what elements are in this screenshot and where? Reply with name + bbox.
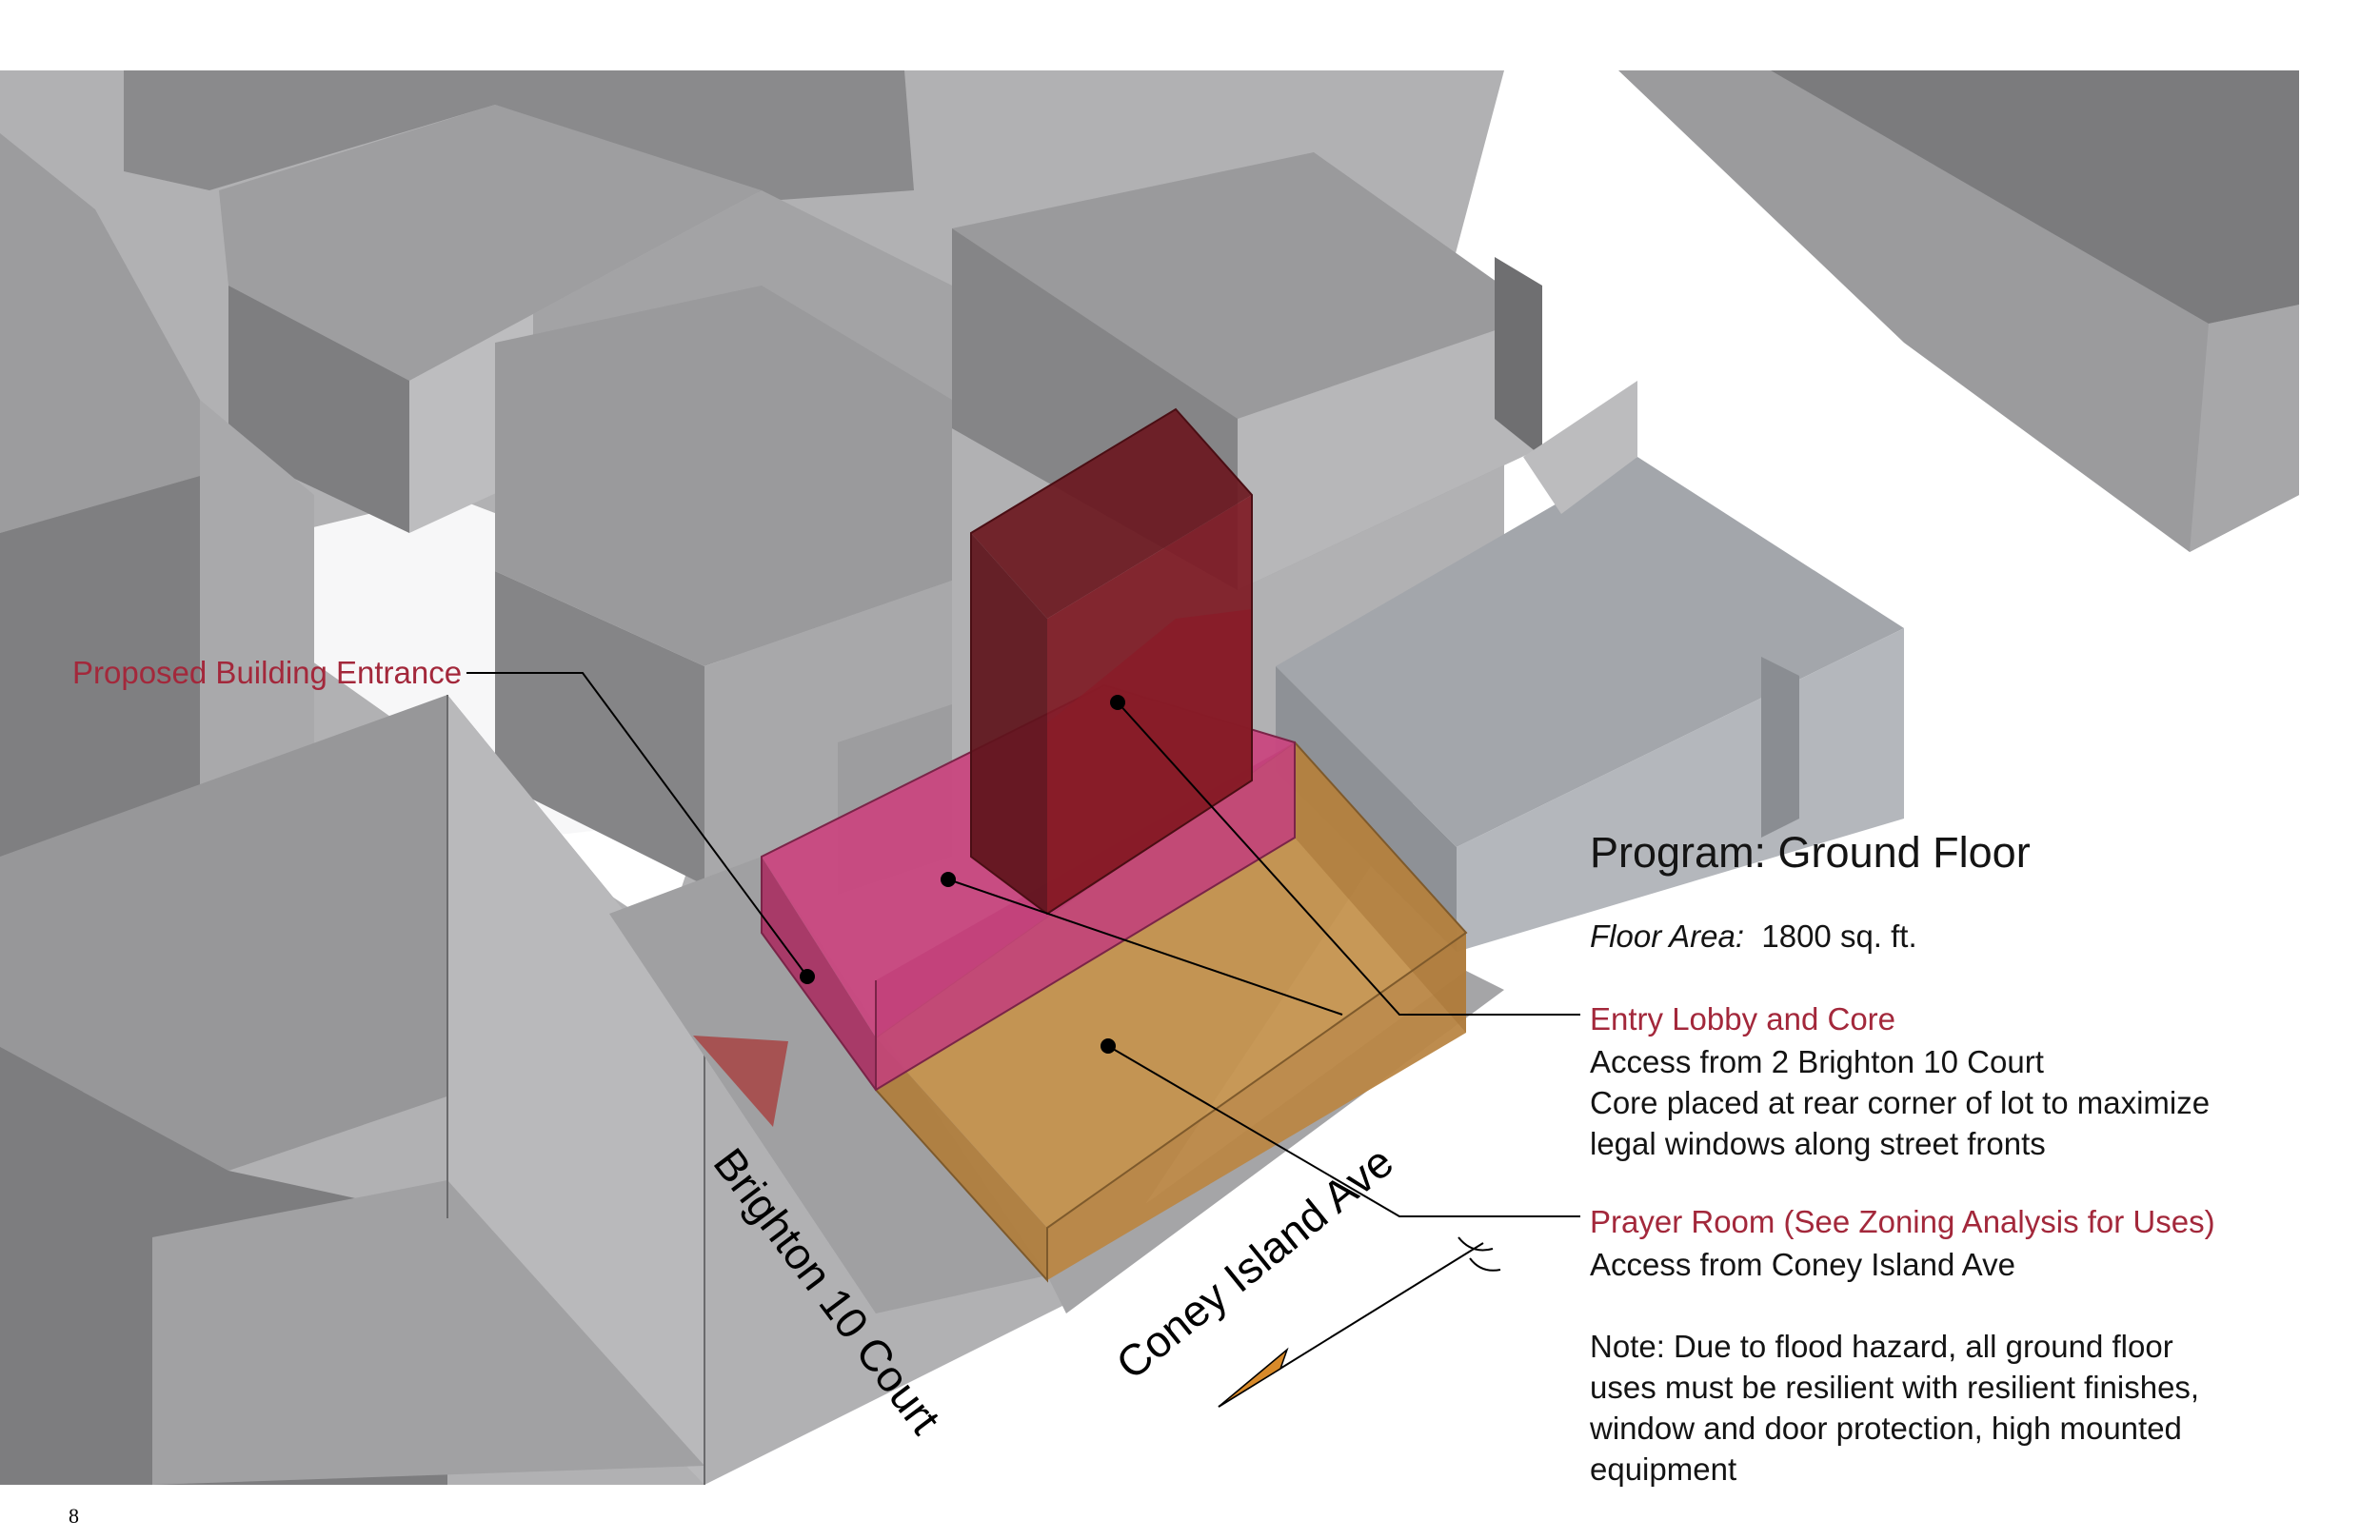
prayer-callout-title: Prayer Room (See Zoning Analysis for Use… (1590, 1204, 2215, 1239)
context-building-east (1618, 70, 2299, 552)
prayer-line: Access from Coney Island Ave (1590, 1247, 2015, 1282)
page-number: 8 (69, 1504, 79, 1528)
core-marker-dot (1110, 695, 1125, 710)
street-gap-right (1447, 70, 1904, 495)
context-building-southeast (1276, 381, 1904, 952)
entrance-arrow-icon (693, 1036, 788, 1127)
program-title: Program: Ground Floor (1590, 828, 2031, 877)
core-tower-volume (970, 407, 1253, 916)
context-buildings-north (124, 70, 1542, 590)
leader-lines (466, 672, 1580, 1217)
context-building-southwest (0, 695, 705, 1485)
lobby-callout-text: Access from 2 Brighton 10 Court Core pla… (1590, 1041, 2210, 1164)
prayer-callout-text: Access from Coney Island Ave (1590, 1244, 2015, 1285)
flood-note: Note: Due to flood hazard, all ground fl… (1590, 1326, 2199, 1490)
lobby-line: Access from 2 Brighton 10 Court (1590, 1044, 2044, 1079)
entrance-callout: Proposed Building Entrance (72, 655, 463, 690)
floor-area: Floor Area: 1800 sq. ft. (1590, 918, 1917, 955)
entrance-marker-dot (800, 969, 815, 984)
lobby-marker-dot (941, 872, 956, 887)
prayer-marker-dot (1101, 1038, 1116, 1054)
floor-area-label: Floor Area: (1590, 918, 1745, 954)
note-line: Note: Due to flood hazard, all ground fl… (1590, 1329, 2173, 1364)
floor-area-value: 1800 sq. ft. (1761, 918, 1917, 954)
note-line: window and door protection, high mounted (1590, 1411, 2182, 1446)
note-line: equipment (1590, 1451, 1737, 1487)
lobby-line: Core placed at rear corner of lot to max… (1590, 1085, 2211, 1120)
lobby-line: legal windows along street fronts (1590, 1126, 2046, 1161)
note-line: uses must be resilient with resilient fi… (1590, 1370, 2200, 1405)
prayer-room-volume (875, 740, 1468, 1283)
lobby-callout-title: Entry Lobby and Core (1590, 1001, 1896, 1037)
street-brighton-surface (609, 857, 1047, 1313)
north-arrow-icon (1218, 1236, 1501, 1408)
